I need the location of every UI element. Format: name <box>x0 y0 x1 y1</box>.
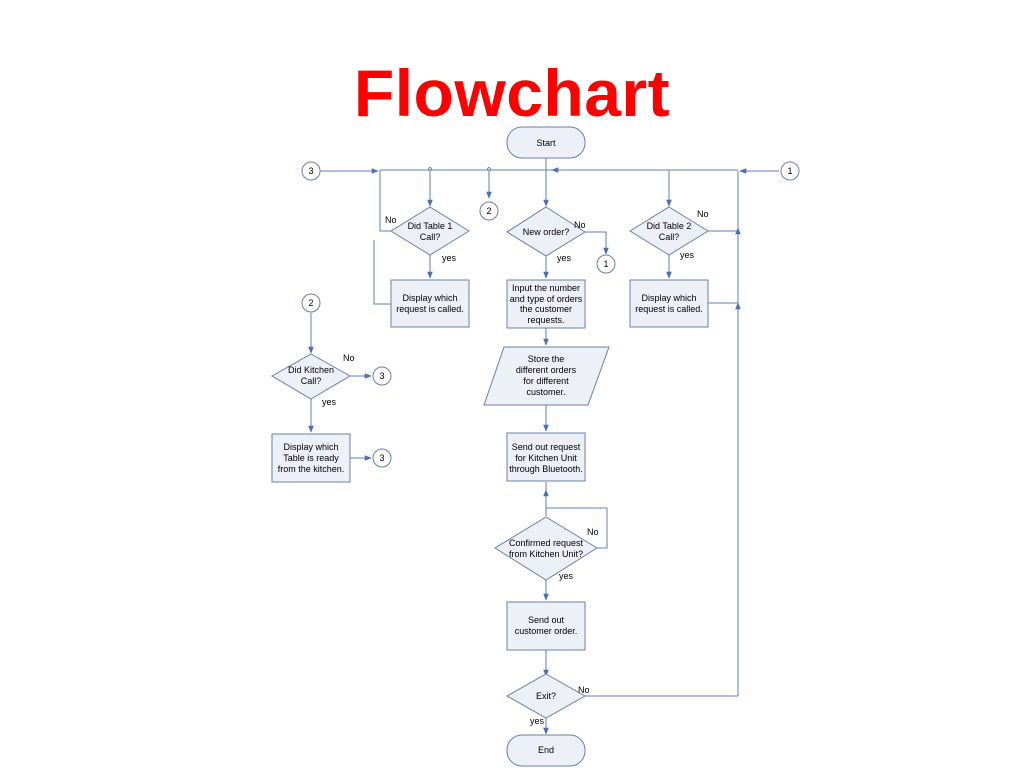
send-request-label-3: through Bluetooth. <box>509 464 583 474</box>
send-request-process: Send out request for Kitchen Unit throug… <box>506 432 586 482</box>
send-request-label-2: for Kitchen Unit <box>515 453 577 463</box>
display-table1-label-1: Display which <box>402 293 457 303</box>
did-table1-decision: Did Table 1 Call? <box>390 206 470 256</box>
confirmed-label-2: from Kitchen Unit? <box>509 549 583 559</box>
end-label: End <box>538 745 554 755</box>
edge-label-exit-yes: yes <box>530 716 545 726</box>
edge-label-exit-no: No <box>578 685 590 695</box>
new-order-label: New order? <box>523 227 570 237</box>
edge-label-new-no: No <box>574 220 586 230</box>
edge-label-confirm-yes: yes <box>559 571 574 581</box>
edge-label-kitchen-yes: yes <box>322 397 337 407</box>
confirmed-label-1: Confirmed request <box>509 538 584 548</box>
send-order-label-1: Send out <box>528 615 565 625</box>
display-table2-label-2: request is called. <box>635 304 703 314</box>
did-table1-label-1: Did Table 1 <box>408 221 453 231</box>
edge-label-kitchen-no: No <box>343 353 355 363</box>
send-request-label-1: Send out request <box>512 442 581 452</box>
did-table2-decision: Did Table 2 Call? <box>629 206 709 256</box>
display-table2-process: Display which request is called. <box>629 279 709 328</box>
new-order-decision: New order? <box>506 206 586 257</box>
display-table2-label-1: Display which <box>641 293 696 303</box>
edge-label-new-yes: yes <box>557 253 572 263</box>
did-table2-label-1: Did Table 2 <box>647 221 692 231</box>
display-kitchen-label-3: from the kitchen. <box>278 464 345 474</box>
did-table2-label-2: Call? <box>659 232 680 242</box>
connector-3-kitchen-label: 3 <box>379 371 384 381</box>
edge-label-confirm-no: No <box>587 527 599 537</box>
connector-2-left: 2 <box>301 293 321 313</box>
connector-3-top: 3 <box>301 161 321 181</box>
connector-3-display-label: 3 <box>379 453 384 463</box>
connector-3-top-label: 3 <box>308 166 313 176</box>
edge-label-t1-yes: yes <box>442 253 457 263</box>
connector-2-top: 2 <box>479 201 499 221</box>
input-orders-label-4: requests. <box>527 315 564 325</box>
did-table1-label-2: Call? <box>420 232 441 242</box>
display-kitchen-label-1: Display which <box>283 442 338 452</box>
edge-label-t2-yes: yes <box>680 250 695 260</box>
did-kitchen-label-2: Call? <box>301 376 322 386</box>
edge-label-t1-no: No <box>385 215 397 225</box>
store-orders-data: Store the different orders for different… <box>483 346 610 406</box>
connector-1-mid: 1 <box>596 254 616 274</box>
input-orders-label-3: the customer <box>520 304 572 314</box>
connector-1-mid-label: 1 <box>603 259 608 269</box>
exit-label: Exit? <box>536 691 556 701</box>
display-table1-process: Display which request is called. <box>390 279 470 328</box>
store-orders-label-2: different orders <box>516 365 577 375</box>
confirmed-decision: Confirmed request from Kitchen Unit? <box>494 516 598 581</box>
display-kitchen-process: Display which Table is ready from the ki… <box>271 433 351 483</box>
input-orders-label-2: and type of orders <box>510 294 583 304</box>
connector-lines <box>308 158 779 735</box>
connector-1-top: 1 <box>780 161 800 181</box>
start-terminator: Start <box>506 126 586 159</box>
connector-3-display: 3 <box>372 448 392 468</box>
input-orders-process: Input the number and type of orders the … <box>506 279 586 329</box>
store-orders-label-1: Store the <box>528 354 565 364</box>
did-kitchen-decision: Did Kitchen Call? <box>270 353 352 400</box>
did-kitchen-label-1: Did Kitchen <box>288 365 334 375</box>
page-title: Flowchart <box>353 56 671 130</box>
exit-decision: Exit? <box>505 673 587 719</box>
end-terminator: End <box>506 734 586 767</box>
connector-2-left-label: 2 <box>308 298 313 308</box>
connector-3-kitchen: 3 <box>372 366 392 386</box>
input-orders-label-1: Input the number <box>512 283 580 293</box>
connector-2-top-label: 2 <box>486 206 491 216</box>
start-label: Start <box>536 138 556 148</box>
store-orders-label-4: customer. <box>526 387 565 397</box>
send-order-process: Send out customer order. <box>506 601 586 651</box>
edge-label-t2-no: No <box>697 209 709 219</box>
display-table1-label-2: request is called. <box>396 304 464 314</box>
send-order-label-2: customer order. <box>515 626 578 636</box>
store-orders-label-3: for different <box>523 376 569 386</box>
display-kitchen-label-2: Table is ready <box>283 453 339 463</box>
connector-1-top-label: 1 <box>787 166 792 176</box>
